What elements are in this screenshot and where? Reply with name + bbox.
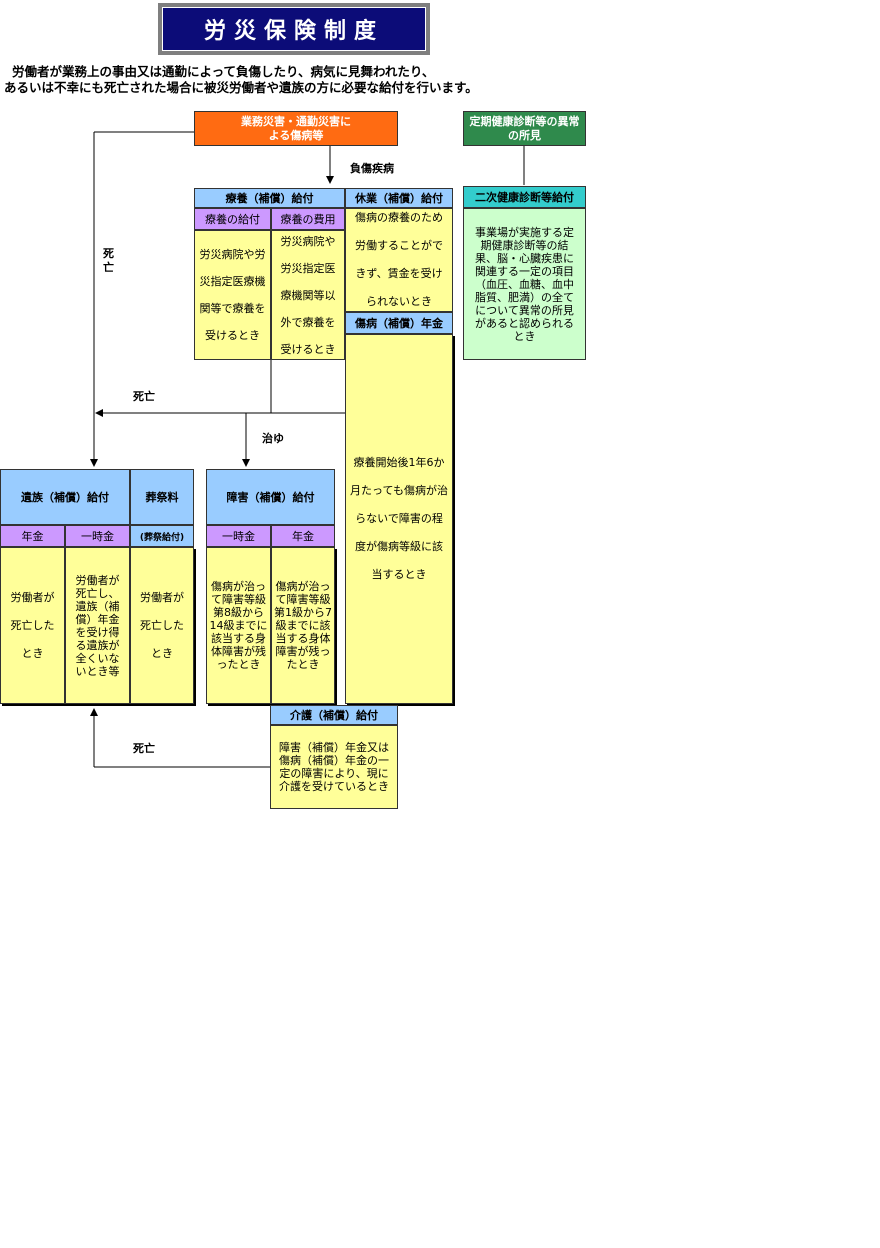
care-benefit-cond: 障害（補償）年金又は傷病（補償）年金の一定の障害により、現に介護を受けているとき [270,725,398,809]
label-death-2: 死亡 [133,390,155,403]
checkup-abnormal-label: 定期健康診断等の異常の所見 [469,114,580,142]
page-title: 労災保険制度 [162,7,426,51]
disability-sub-lumpsum: 一時金 [206,525,271,547]
label-death-1: 死亡 [103,247,114,274]
secondary-checkup-cond: 事業場が実施する定期健康診断等の結果、脳・心臓疾患に関連する一定の項目（血圧、血… [463,208,586,360]
intro-line-2: あるいは不幸にも死亡された場合に被災労働者や遺族の方に必要な給付を行います。 [4,80,478,95]
label-cure: 治ゆ [262,432,284,445]
sickness-pension-header: 傷病（補償）年金 [345,312,453,334]
survivor-cond-lumpsum: 労働者が死亡し、遺族（補償）年金を受け得る遺族が全くいないとき等 [65,547,130,704]
medical-cond-expense: 労災病院や労災指定医療機関等以外で療養を受けるとき [271,230,345,360]
sickness-pension-cond: 療養開始後1年6か月たっても傷病が治らないで障害の程度が傷病等級に該当するとき [345,334,453,704]
funeral-cond: 労働者が死亡したとき [130,547,194,704]
care-benefit-header: 介護（補償）給付 [270,705,398,725]
funeral-header: 葬祭料 [130,469,194,525]
survivor-benefit-header: 遺族（補償）給付 [0,469,130,525]
label-injury: 負傷疾病 [350,162,394,175]
medical-cond-provision: 労災病院や労災指定医療機関等で療養を受けるとき [194,230,271,360]
disability-cond-pension: 傷病が治って障害等級第1級から7級までに該当する身体障害が残ったとき [271,547,335,704]
leave-benefit-header: 休業（補償）給付 [345,188,453,208]
medical-benefit-header: 療養（補償）給付 [194,188,345,208]
disability-cond-lumpsum: 傷病が治って障害等級第8級から14級までに該当する身体障害が残ったとき [206,547,271,704]
secondary-checkup-header: 二次健康診断等給付 [463,186,586,208]
checkup-abnormal-box: 定期健康診断等の異常の所見 [463,111,586,146]
label-death-3: 死亡 [133,742,155,755]
occupational-injury-label: 業務災害・通勤災害による傷病等 [241,114,351,142]
survivor-sub-lumpsum: 一時金 [65,525,130,547]
survivor-cond-pension: 労働者が死亡したとき [0,547,65,704]
survivor-sub-pension: 年金 [0,525,65,547]
medical-sub-provision: 療養の給付 [194,208,271,230]
occupational-injury-box: 業務災害・通勤災害による傷病等 [194,111,398,146]
disability-benefit-header: 障害（補償）給付 [206,469,335,525]
medical-sub-expense: 療養の費用 [271,208,345,230]
intro-line-1: 労働者が業務上の事由又は通勤によって負傷したり、病気に見舞われたり、 [12,64,435,79]
funeral-sub: (葬祭給付) [130,525,194,547]
leave-benefit-cond: 傷病の療養のため労働することができず、賃金を受けられないとき [345,208,453,312]
disability-sub-pension: 年金 [271,525,335,547]
intro-text: 労働者が業務上の事由又は通勤によって負傷したり、病気に見舞われたり、 あるいは不… [4,64,564,96]
